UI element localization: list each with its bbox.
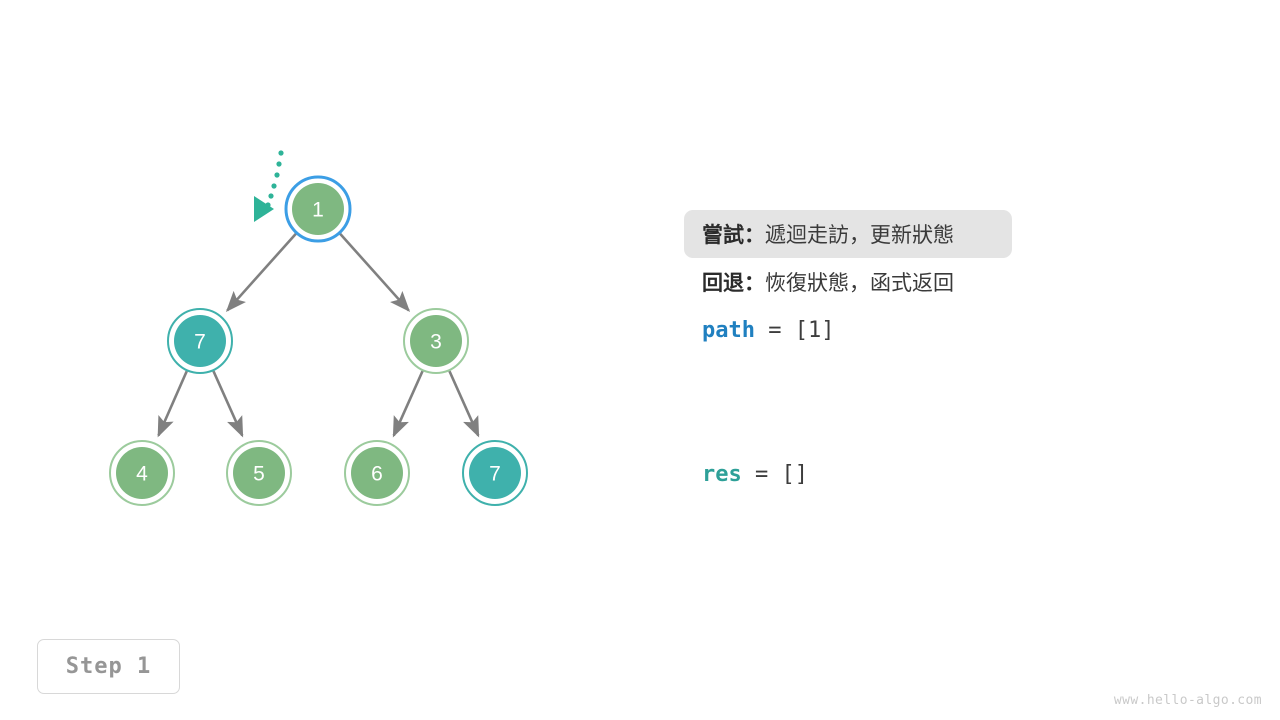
backtrack-phase-label: 回退： [702, 272, 765, 295]
pointer-triangle [254, 196, 274, 222]
tree-edge [339, 232, 411, 312]
node-ring [284, 175, 352, 243]
tree-node-6[interactable]: 6 [344, 440, 410, 506]
node-value-label: 7 [194, 331, 206, 354]
node-value-label: 3 [430, 331, 442, 354]
node-value-label: 1 [312, 199, 324, 222]
step-badge: Step 1 [37, 639, 180, 694]
panel-spacer-1 [684, 354, 1104, 402]
tree-edge [392, 370, 424, 438]
node-circle [233, 447, 285, 499]
tree-node-7[interactable]: 7 [462, 440, 528, 506]
tree-edge [157, 370, 188, 438]
node-ring [109, 440, 175, 506]
node-circle [174, 315, 226, 367]
pointer-trail-dot [268, 193, 274, 199]
backtrack-phase-text: 恢復狀態，函式返回 [765, 272, 954, 295]
path-variable-value: = [1] [754, 317, 835, 343]
panel-spacer-2 [684, 402, 1104, 450]
node-ring [167, 308, 233, 374]
pointer-trail-dot [271, 183, 277, 189]
tree-nodes: 1 7 3 4 5 6 7 [109, 175, 528, 506]
tree-node-1[interactable]: 1 [284, 175, 352, 243]
pointer-trail-dot [274, 172, 280, 178]
tree-node-5[interactable]: 5 [226, 440, 292, 506]
node-value-label: 4 [136, 463, 148, 486]
tree-node-4[interactable]: 4 [109, 440, 175, 506]
backtrack-phase-line: 回退：恢復狀態，函式返回 [684, 258, 1104, 306]
watermark: www.hello-algo.com [1113, 693, 1262, 708]
node-value-label: 6 [371, 463, 383, 486]
node-circle [351, 447, 403, 499]
try-phase-label: 嘗試： [702, 224, 765, 247]
node-ring [462, 440, 528, 506]
recursion-pointer-icon [254, 150, 284, 222]
tree-node-7[interactable]: 7 [167, 308, 233, 374]
tree-edge [212, 370, 244, 438]
node-ring [344, 440, 410, 506]
tree-node-3[interactable]: 3 [403, 308, 469, 374]
node-circle [469, 447, 521, 499]
res-variable-value: = [] [741, 461, 808, 487]
tree-edge [448, 370, 480, 438]
node-circle [292, 183, 344, 235]
path-variable-line: path = [1] [684, 306, 1104, 354]
node-ring [226, 440, 292, 506]
try-phase-line: 嘗試：遞迴走訪，更新狀態 [684, 210, 1012, 258]
node-value-label: 5 [253, 463, 265, 486]
pointer-trail-dot [278, 150, 284, 156]
state-info-panel: 嘗試：遞迴走訪，更新狀態 回退：恢復狀態，函式返回 path = [1] res… [684, 210, 1104, 498]
node-circle [116, 447, 168, 499]
tree-edges [157, 232, 480, 438]
binary-tree-diagram: 1 7 3 4 5 6 7 [109, 150, 528, 506]
tree-edge [225, 232, 297, 312]
node-ring [403, 308, 469, 374]
try-phase-text: 遞迴走訪，更新狀態 [765, 224, 954, 247]
node-value-label: 7 [489, 463, 501, 486]
path-variable-name: path [702, 317, 755, 343]
pointer-trail-dot [276, 161, 282, 167]
res-variable-line: res = [] [684, 450, 1104, 498]
step-badge-label: Step 1 [65, 654, 152, 679]
res-variable-name: res [702, 461, 742, 487]
node-circle [410, 315, 462, 367]
